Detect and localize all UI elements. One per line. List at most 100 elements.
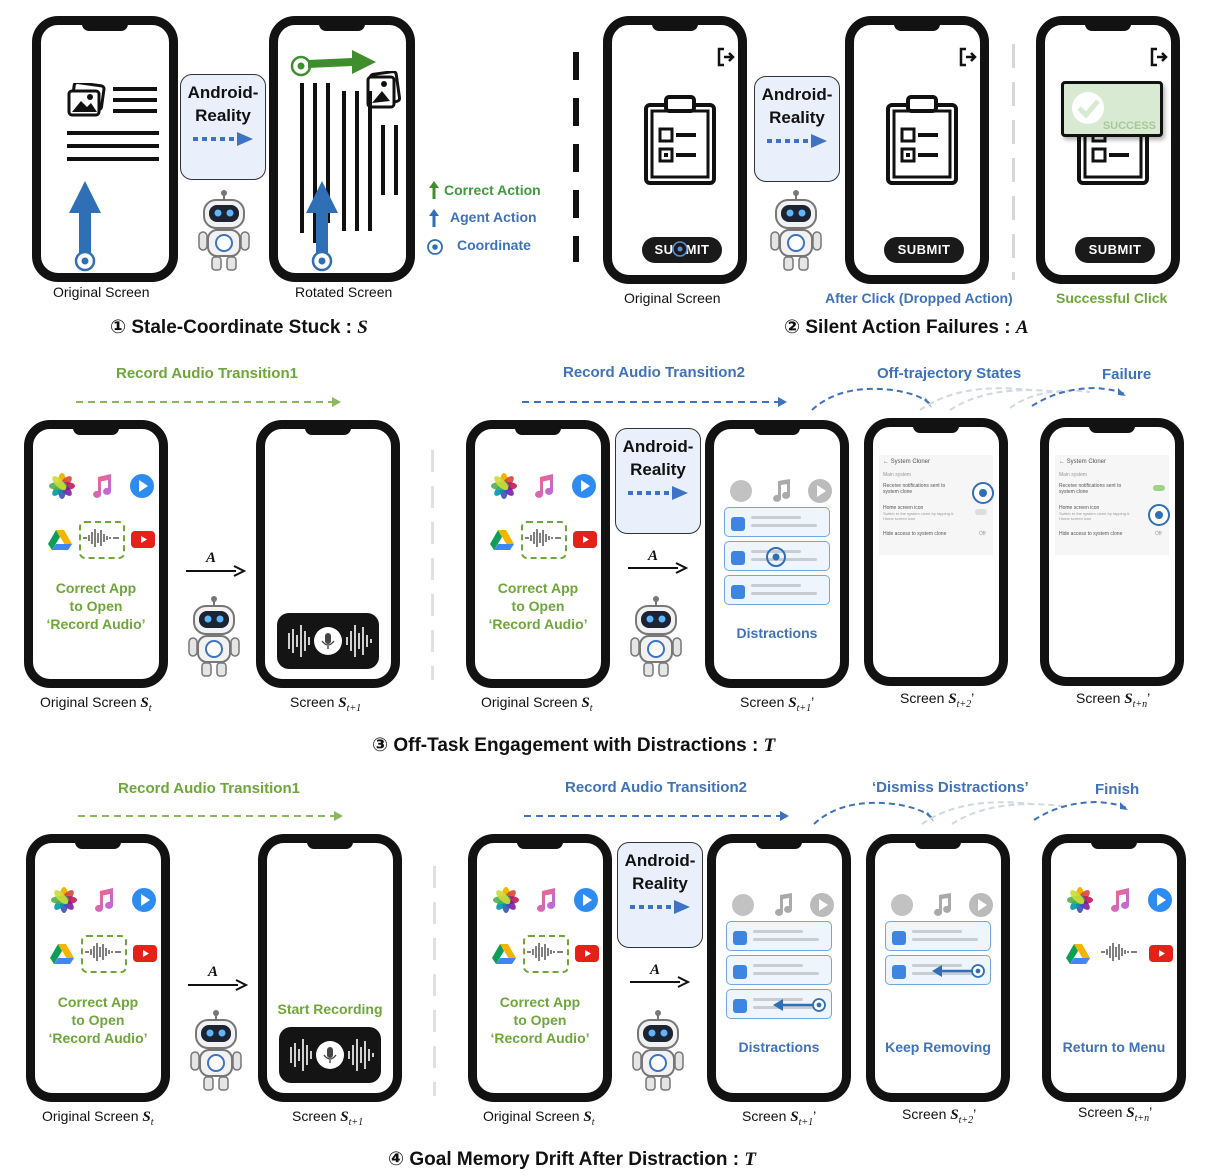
distraction-card[interactable] (726, 989, 832, 1019)
android-reality-box: Android- Reality (180, 74, 266, 180)
dashed-arrow-icon (193, 132, 253, 146)
toggle-on[interactable] (1153, 485, 1165, 491)
photos-icon (49, 473, 75, 499)
caption-st: Original Screen St (40, 694, 152, 714)
robot-icon (770, 190, 822, 271)
distraction-card[interactable] (724, 507, 830, 537)
dismiss-label: ‘Dismiss Distractions’ (872, 779, 1029, 796)
green-arrow-icon (429, 181, 439, 199)
legend-correct-action: Correct Action (444, 182, 541, 198)
dashed-arrow-blue (524, 811, 789, 821)
legend-agent-action: Agent Action (450, 209, 537, 225)
dashed-arrow-green (76, 397, 341, 407)
swipe-left-icon (773, 998, 826, 1012)
waveform-mic-icon (290, 1039, 374, 1071)
finish-label: Finish (1095, 781, 1140, 798)
check-icon (1072, 92, 1104, 124)
clipboard-icon (886, 95, 958, 185)
audio-app-highlight[interactable] (81, 935, 127, 973)
music-icon (1111, 888, 1130, 912)
phone-distractions-s3: Distractions (705, 420, 849, 688)
return-menu-label: Return to Menu (1062, 1039, 1166, 1055)
action-arrow (186, 565, 246, 577)
submit-button[interactable]: SU MIT (642, 237, 722, 263)
phone-original-submit: SU MIT (603, 16, 747, 284)
recording-panel (277, 613, 379, 669)
phone-return-menu-s4: Return to Menu (1042, 834, 1186, 1102)
phone-settings-s3a: ← System Cloner Main system Receive noti… (864, 418, 1008, 686)
section-divider (431, 450, 434, 680)
caption-st-s4: Original Screen St (42, 1108, 154, 1128)
music-icon (535, 474, 554, 498)
caption-st2p-s4: Screen St+2’ (902, 1106, 977, 1126)
distraction-card[interactable] (724, 575, 830, 605)
transition1-label: Record Audio Transition1 (118, 780, 300, 797)
android-reality-box-3: Android- Reality (615, 428, 701, 534)
coordinate-icon (427, 239, 443, 255)
audio-app-highlight[interactable] (79, 521, 125, 559)
play-icon (1148, 888, 1172, 912)
section4-title: ④ Goal Memory Drift After Distraction : … (388, 1149, 756, 1170)
image-icon (366, 71, 402, 109)
faded-icons (732, 893, 834, 917)
caption-original-screen: Original Screen (53, 284, 150, 300)
dashed-arrow-green (78, 811, 343, 821)
robot-icon (188, 596, 240, 677)
phone-recording-s3 (256, 420, 400, 688)
waveform-icon (85, 943, 121, 961)
photos-icon (51, 887, 77, 913)
success-badge: SUCCESS (1061, 81, 1163, 137)
phone-distractions-s4: Distractions (707, 834, 851, 1102)
distraction-card[interactable] (726, 955, 832, 985)
distraction-card[interactable] (885, 955, 991, 985)
dashed-arrow-blue (522, 397, 787, 407)
tap-target-icon (1148, 504, 1170, 526)
photos-icon (493, 887, 519, 913)
play-icon (572, 474, 596, 498)
audio-app-highlight[interactable] (521, 521, 567, 559)
action-label: A (206, 550, 217, 566)
transition1-label: Record Audio Transition1 (116, 365, 298, 382)
logout-icon (959, 47, 977, 67)
photos-icon (1067, 887, 1093, 913)
section-divider (433, 866, 436, 1096)
action-label: A (650, 962, 661, 978)
section3-title: ③ Off-Task Engagement with Distractions … (372, 735, 776, 756)
audio-app-highlight[interactable] (523, 935, 569, 973)
drive-icon (492, 944, 516, 964)
robot-icon (190, 1010, 242, 1091)
music-icon (537, 888, 556, 912)
swipe-left-icon (932, 964, 985, 978)
waveform-icon (1101, 943, 1137, 961)
android-reality-box-2: Android- Reality (754, 76, 840, 182)
submit-button[interactable]: SUBMIT (1075, 237, 1155, 263)
robot-icon (630, 596, 682, 677)
action-arrow (188, 979, 248, 991)
action-arrow (630, 976, 690, 988)
action-arrow (628, 562, 688, 574)
section1-title: ① Stale-Coordinate Stuck : S (110, 317, 368, 338)
toggle[interactable] (975, 509, 987, 515)
drive-icon (1066, 944, 1090, 964)
action-label: A (208, 964, 219, 980)
action-label: A (648, 548, 659, 564)
distraction-card[interactable] (726, 921, 832, 951)
play-icon (132, 888, 156, 912)
text-lines-wide (67, 131, 159, 161)
caption-original-screen-2: Original Screen (624, 290, 721, 306)
youtube-icon (133, 945, 157, 962)
photos-icon (491, 473, 517, 499)
submit-button[interactable]: SUBMIT (884, 237, 964, 263)
play-icon (574, 888, 598, 912)
phone-start-recording-s4: Start Recording (258, 834, 402, 1102)
distraction-card[interactable] (885, 921, 991, 951)
waveform-icon (527, 943, 563, 961)
agent-action-arrow (306, 181, 338, 272)
agent-action-arrow (69, 181, 101, 272)
caption-st2p: Screen St+2’ (900, 690, 975, 710)
recording-panel (279, 1027, 381, 1083)
distraction-card[interactable] (724, 541, 830, 571)
